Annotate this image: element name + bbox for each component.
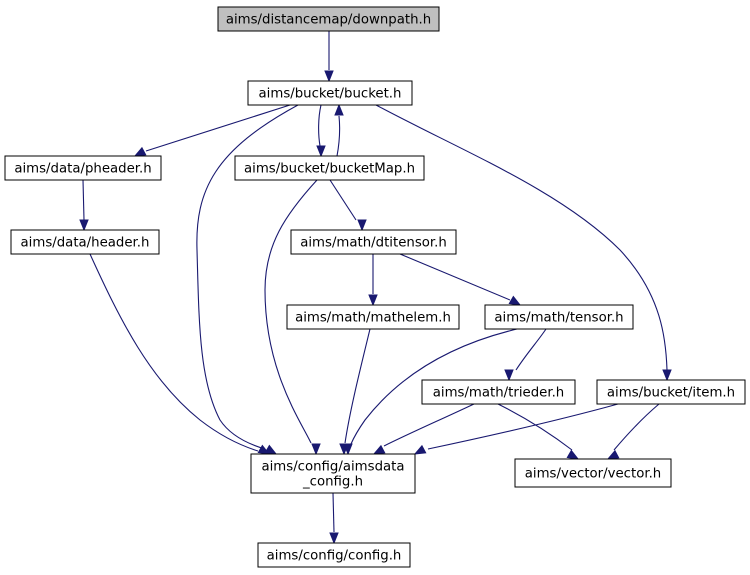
arrowhead <box>662 369 672 382</box>
node-item[interactable]: aims/bucket/item.h <box>596 379 746 405</box>
edge-bucket-to-item <box>375 104 672 382</box>
edge-pheader-to-header <box>79 179 89 232</box>
arrowhead <box>606 449 620 460</box>
node-pheader[interactable]: aims/data/pheader.h <box>4 155 162 181</box>
node-aimsdata_config[interactable]: aims/config/aimsdata_config.h <box>250 453 416 494</box>
arrowhead <box>508 295 522 306</box>
edge-bucketmap-to-dtitensor <box>329 179 367 232</box>
arrowhead <box>357 219 367 232</box>
arrowhead <box>324 70 334 83</box>
node-trieder[interactable]: aims/math/trieder.h <box>421 379 576 405</box>
node-config[interactable]: aims/config/config.h <box>257 542 411 568</box>
edge-bucket-to-aimsdata_config <box>196 104 299 455</box>
edge-trieder-to-aimsdata_config <box>372 403 475 455</box>
node-box <box>4 155 162 181</box>
node-tensor[interactable]: aims/math/tensor.h <box>484 304 634 330</box>
node-label: aims/math/mathelem.h <box>295 311 451 326</box>
node-label: aims/data/header.h <box>21 236 150 251</box>
edge-line <box>350 328 518 445</box>
node-box <box>596 379 746 405</box>
node-header[interactable]: aims/data/header.h <box>10 229 160 255</box>
arrowhead <box>334 103 344 116</box>
edge-line <box>344 328 371 444</box>
edge-tensor-to-aimsdata_config <box>343 328 518 456</box>
node-box <box>514 458 672 488</box>
edge-line <box>497 403 573 451</box>
edge-line <box>383 403 475 447</box>
node-box <box>286 304 460 330</box>
edge-line <box>375 104 668 371</box>
node-box <box>290 229 457 255</box>
node-label: aims/vector/vector.h <box>525 467 661 482</box>
nodes-layer: aims/distancemap/downpath.h aims/bucket/b… <box>4 6 746 568</box>
node-bucket[interactable]: aims/bucket/bucket.h <box>247 80 413 106</box>
node-label: _config.h <box>302 475 363 490</box>
node-label: aims/bucket/bucket.h <box>259 87 402 102</box>
arrowhead <box>264 444 278 455</box>
node-vector[interactable]: aims/vector/vector.h <box>514 458 672 488</box>
arrowhead <box>257 444 271 455</box>
node-label: aims/config/config.h <box>267 549 402 564</box>
node-box <box>421 379 576 405</box>
node-label: aims/bucket/bucketMap.h <box>244 162 415 177</box>
edge-line <box>89 253 259 452</box>
edge-line <box>264 179 318 444</box>
edge-line <box>145 104 291 152</box>
edge-line <box>329 179 357 221</box>
edge-tensor-to-trieder <box>504 328 547 382</box>
edges-layer <box>79 31 672 545</box>
edge-header-to-aimsdata_config <box>89 253 271 455</box>
node-label: aims/math/tensor.h <box>494 311 623 326</box>
node-label: aims/data/pheader.h <box>14 162 151 177</box>
edge-trieder-to-vector <box>497 403 580 460</box>
node-bucketmap[interactable]: aims/bucket/bucketMap.h <box>234 155 425 181</box>
arrowhead <box>368 294 378 307</box>
edge-bucket-to-bucketmap <box>316 104 326 158</box>
edge-dtitensor-to-mathelem <box>368 254 378 307</box>
edge-line <box>318 104 322 147</box>
arrowhead <box>329 532 339 545</box>
node-box <box>484 304 634 330</box>
arrowhead <box>79 219 89 232</box>
edge-line <box>515 328 547 371</box>
edge-bucket-to-pheader <box>133 104 291 157</box>
node-dtitensor[interactable]: aims/math/dtitensor.h <box>290 229 457 255</box>
edge-line <box>332 492 335 533</box>
node-box <box>234 155 425 181</box>
node-box <box>10 229 160 255</box>
node-label: aims/config/aimsdata <box>261 460 404 475</box>
node-label: aims/math/trieder.h <box>433 386 565 401</box>
node-mathelem[interactable]: aims/math/mathelem.h <box>286 304 460 330</box>
arrowhead <box>372 444 386 455</box>
edge-bucketmap-to-aimsdata_config <box>264 179 321 456</box>
edge-bucketmap-to-bucket <box>334 103 344 157</box>
node-box <box>217 6 440 32</box>
edge-line <box>613 403 660 451</box>
arrowhead <box>311 443 321 456</box>
edge-line <box>336 115 341 157</box>
edge-downpath-to-bucket <box>324 31 334 83</box>
edge-item-to-aimsdata_config <box>413 403 619 455</box>
edge-item-to-vector <box>606 403 660 460</box>
node-downpath[interactable]: aims/distancemap/downpath.h <box>217 6 440 32</box>
node-label: aims/bucket/item.h <box>607 386 735 401</box>
arrowhead <box>413 444 427 455</box>
node-label: aims/distancemap/downpath.h <box>226 13 431 28</box>
arrowhead <box>316 145 326 158</box>
arrowhead <box>504 369 514 382</box>
edge-aimsdata_config-to-config <box>329 492 339 545</box>
node-box <box>247 80 413 106</box>
edge-dtitensor-to-tensor <box>399 253 522 306</box>
edge-line <box>196 104 299 450</box>
node-label: aims/math/dtitensor.h <box>300 236 447 251</box>
edge-line <box>399 253 511 301</box>
node-box <box>250 453 416 494</box>
arrowhead <box>133 146 147 157</box>
edge-line <box>82 179 85 221</box>
node-box <box>257 542 411 568</box>
arrowhead <box>343 443 353 456</box>
edge-line <box>427 403 619 450</box>
arrowhead <box>566 449 580 460</box>
